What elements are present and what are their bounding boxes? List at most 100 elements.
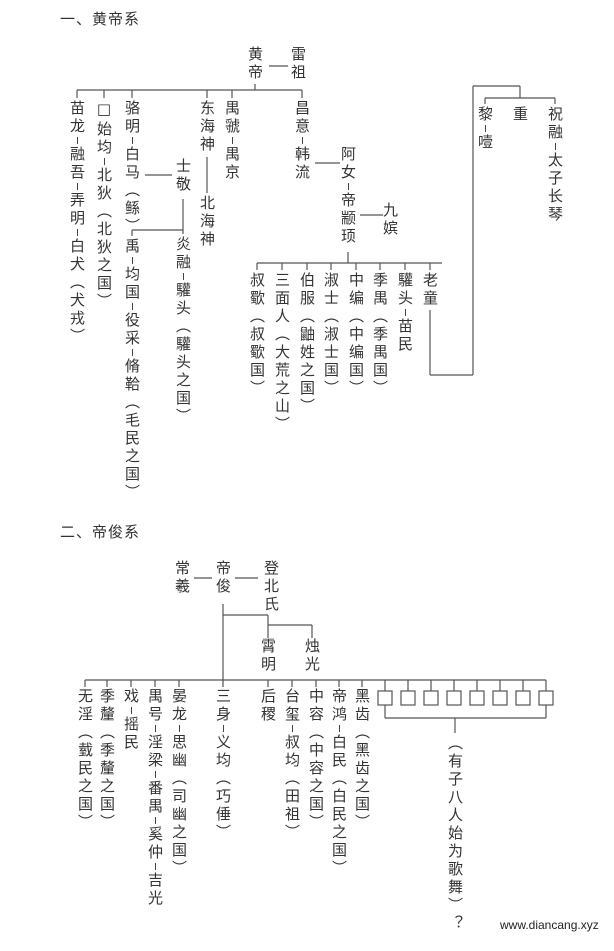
descent-connector [484,125,486,132]
person-name: 噎 [476,134,494,152]
person-name: 义均（巧倕） [214,734,232,842]
descent-connector [131,137,133,144]
person-name: 骆明 [123,100,141,136]
person-name: 思幽（司幽之国） [170,734,188,878]
person-name: 禺京 [223,146,241,182]
person-name: 番禺 [146,780,164,816]
node-changxi: 常羲 [172,560,192,596]
dijun-child: 帝鸿白民（白民之国） [329,688,349,878]
person-name: 黎 [476,106,494,124]
person-name: 北狄（北狄之国） [95,167,113,311]
person-name: 季釐（季釐之国） [98,688,116,832]
person-name: 中编（中编国） [347,272,365,398]
node-xiaoming: 霄明 [258,638,278,674]
node-dengbeishi: 登北氏 [261,560,281,614]
dijun-child: 晏龙思幽（司幽之国） [169,688,189,878]
person-name: 白犬（犬戎） [68,238,86,346]
person-name: 融吾 [68,146,86,182]
person-name: 叔歜（叔歜国） [248,272,266,398]
person-name: □始均 [95,100,113,157]
zhuanxu-child-laotong: 老童 [420,272,440,308]
person-name: 淑士（淑士国） [322,272,340,398]
chain-yanrong: 炎融驩头（驩头之国） [173,236,193,426]
unnamed-son-box [423,690,439,706]
zhuanxu-child: 中编（中编国） [346,272,366,398]
zhuanxu-child: 叔歜（叔歜国） [247,272,267,398]
person-name: 晏龙 [170,688,188,724]
zhuanxu-child: 伯服（鼬姓之国） [297,272,317,416]
person-name: 弄明 [68,192,86,228]
descent-connector [554,143,556,150]
descent-connector [404,309,406,316]
descent-connector [76,229,78,236]
person-name: 摇民 [122,716,140,752]
person-name: 驩头（驩头之国） [174,282,192,426]
dijun-child: 中容（中容之国） [306,688,326,832]
node-shijing: 士敬 [173,158,193,194]
person-name: 祝融 [546,106,564,142]
person-name: 登北氏 [262,560,280,614]
person-name: 均国 [123,266,141,302]
descent-connector [131,257,133,264]
dijun-child: 三身义均（巧倕） [213,688,233,842]
unnamed-son-box [492,690,508,706]
person-name: 太子长琴 [546,152,564,224]
node-donghaishen: 东海神 [197,100,217,154]
descent-connector [154,817,156,824]
person-name: 帝鸿 [330,688,348,724]
person-name: 禹 [123,238,141,256]
person-name: 帝俊 [214,560,232,596]
person-name: 霄明 [259,638,277,674]
node-beihaishen: 北海神 [197,195,217,249]
person-name: 伯服（鼬姓之国） [298,272,316,416]
person-name: 黄帝 [246,46,264,82]
dijun-child: 台玺叔均（田祖） [282,688,302,842]
person-name: 无淫（臷民之国） [76,688,94,832]
chain-yuguo: 禺虢禺京 [222,100,242,182]
person-name: 后稷 [259,688,277,724]
person-name: 韩流 [293,146,311,182]
descent-connector [347,183,349,190]
descent-connector [182,273,184,280]
chain-zhurong: 祝融太子长琴 [545,106,565,224]
node-leizu: 雷祖 [288,46,308,82]
unnamed-son-box [538,690,554,706]
person-name: 阿女 [339,146,357,182]
person-name: 奚仲 [146,826,164,862]
descent-connector [76,137,78,144]
node-dijun: 帝俊 [213,560,233,596]
descent-connector [154,725,156,732]
person-name: 禺虢 [223,100,241,136]
person-name: 戏 [122,688,140,706]
unnamed-son-box [446,690,462,706]
sons-note: （有子八人始为歌舞）？ [445,735,465,933]
person-name: 苗龙 [68,100,86,136]
zhuanxu-child: 驩头苗民 [395,272,415,354]
node-jiupin: 九嫔 [380,202,400,238]
person-name: 淫梁 [146,734,164,770]
person-name: 九嫔 [381,202,399,238]
person-name: 台玺 [283,688,301,724]
unnamed-son-box [400,690,416,706]
person-name: 白马（鲧） [123,146,141,236]
person-name: 中容（中容之国） [307,688,325,832]
dijun-child: 无淫（臷民之国） [75,688,95,832]
unnamed-son-box [515,690,531,706]
dijun-child: 后稷 [258,688,278,724]
person-name: 脩鞈（毛民之国） [123,358,141,502]
person-name: 烛光 [303,638,321,674]
descent-connector [131,303,133,310]
person-name: 常羲 [173,560,191,596]
descent-connector [76,183,78,190]
person-name: 役采 [123,312,141,348]
node-zhong: 重 [510,106,530,124]
descent-connector [291,725,293,732]
zhuanxu-child: 季禺（季禺国） [370,272,390,398]
person-name: 苗民 [396,318,414,354]
watermark: www.diancang.xyz [500,918,599,932]
person-name: 雷祖 [289,46,307,82]
person-name: 帝颛顼 [339,192,357,246]
chain-li: 黎噎 [475,106,495,152]
chain-changyi: 昌意韩流 [292,100,312,182]
